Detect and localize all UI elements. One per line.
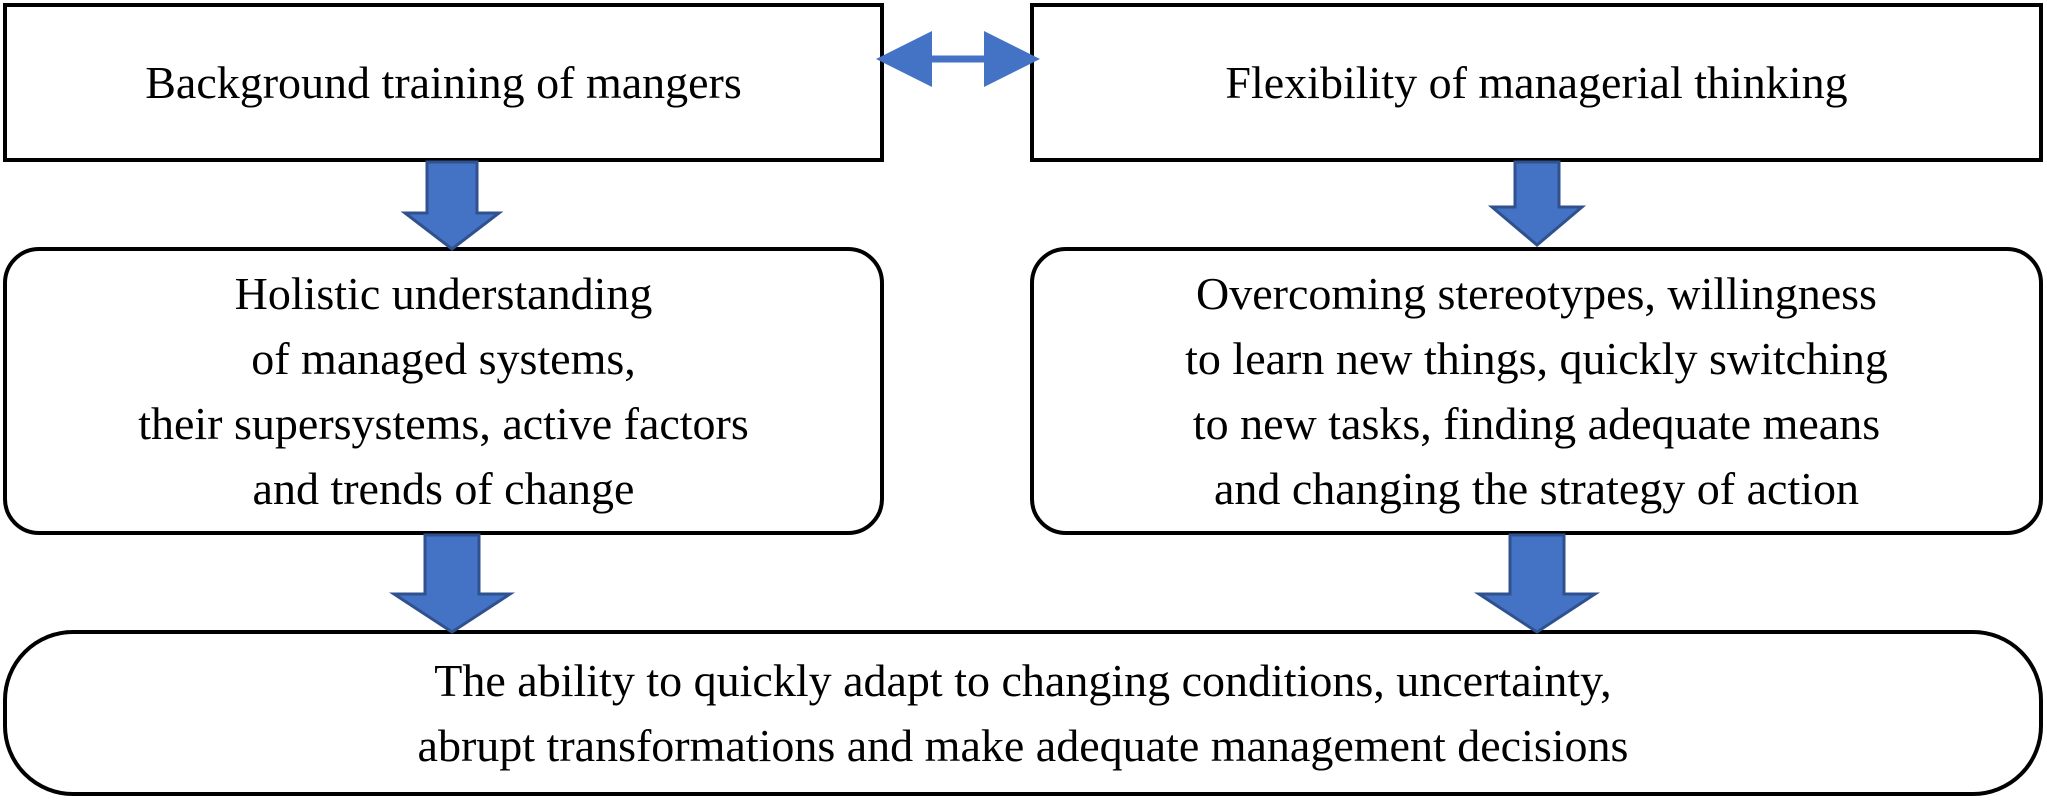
node-text-line: Overcoming stereotypes, willingness xyxy=(1196,268,1877,319)
node-holistic-understanding: Holistic understanding of managed system… xyxy=(3,247,884,535)
node-text-line: their supersystems, active factors xyxy=(138,398,749,449)
node-text-line: to new tasks, finding adequate means xyxy=(1192,398,1881,449)
node-text-line: Holistic understanding xyxy=(234,268,653,319)
node-background-training: Background training of mangers xyxy=(3,3,884,162)
node-text-line: and changing the strategy of action xyxy=(1213,463,1860,514)
down-arrow-overcoming-to-ability xyxy=(1473,533,1601,634)
node-text-line: to learn new things, quickly switching xyxy=(1185,333,1888,384)
node-overcoming-stereotypes: Overcoming stereotypes, willingness to l… xyxy=(1030,247,2043,535)
node-text-line: Flexibility of managerial thinking xyxy=(1225,57,1848,108)
down-arrow-background-to-holistic xyxy=(400,160,504,251)
node-ability-to-adapt: The ability to quickly adapt to changing… xyxy=(3,630,2043,796)
node-text-line: of managed systems, xyxy=(251,333,636,384)
node-text-line: abrupt transformations and make adequate… xyxy=(417,720,1629,771)
node-text-line: The ability to quickly adapt to changing… xyxy=(434,655,1612,706)
down-arrow-flexibility-to-overcoming xyxy=(1487,160,1587,247)
node-flexibility: Flexibility of managerial thinking xyxy=(1030,3,2043,162)
node-text-line: and trends of change xyxy=(252,463,635,514)
down-arrow-holistic-to-ability xyxy=(388,533,516,634)
node-text-line: Background training of mangers xyxy=(145,57,742,108)
